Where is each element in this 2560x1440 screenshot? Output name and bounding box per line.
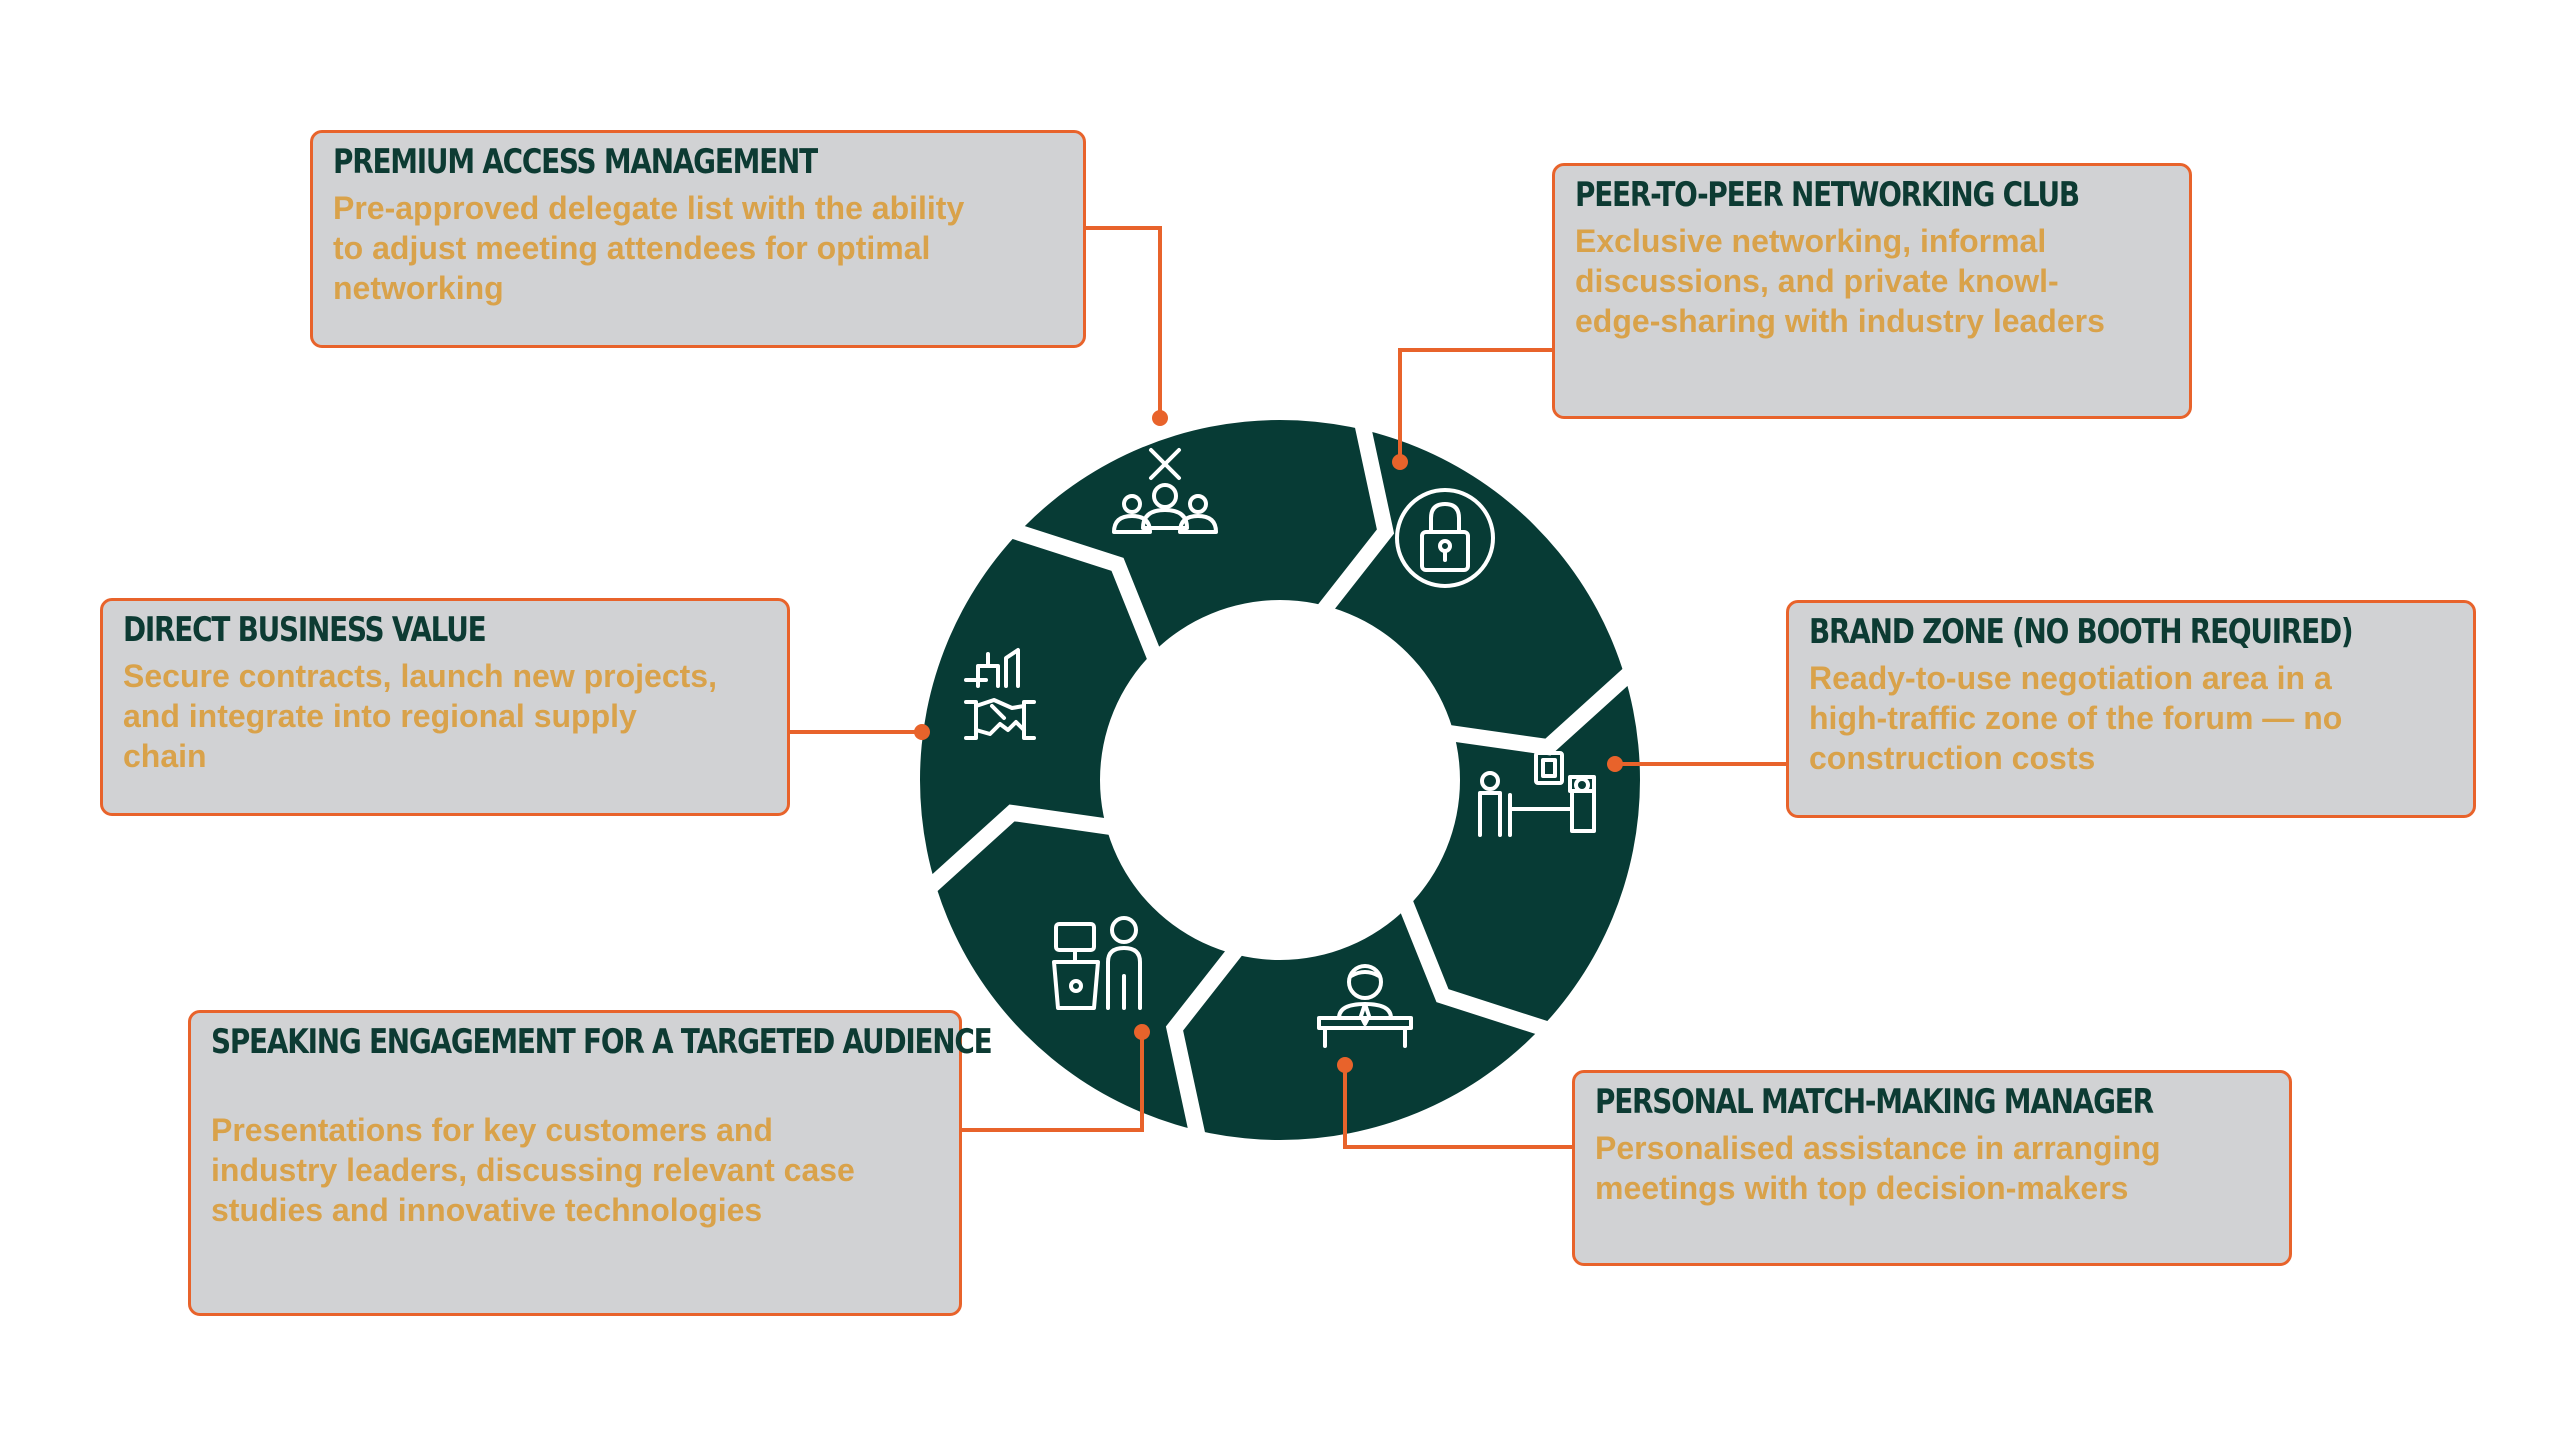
connector-dot (1134, 1024, 1150, 1040)
padlock-icon (1395, 488, 1495, 588)
ring-base (920, 420, 1640, 1140)
card-title: SPEAKING ENGAGEMENT FOR A TARGETED AUDIE… (211, 1022, 993, 1062)
card-description: Presentations for key customers and indu… (211, 1112, 855, 1229)
card-title: PERSONAL MATCH-MAKING MANAGER (1595, 1082, 2154, 1122)
connector-lines (790, 226, 1786, 1149)
connector-line (1086, 226, 1162, 418)
card-title: DIRECT BUSINESS VALUE (123, 610, 487, 650)
connector-line (962, 1032, 1144, 1132)
connector-dot (1337, 1057, 1353, 1073)
connector-dot (1392, 454, 1408, 470)
card-personal-match-making-manager: PERSONAL MATCH-MAKING MANAGER Personalis… (1572, 1070, 2292, 1266)
card-description: Secure contracts, launch new projects, a… (123, 658, 717, 775)
card-brand-zone: BRAND ZONE (NO BOOTH REQUIRED) Ready-to-… (1786, 600, 2476, 818)
segment-separator (1165, 931, 1254, 1154)
negotiation-table-icon (1478, 751, 1596, 837)
card-description: Exclusive networking, informal discussio… (1575, 223, 2105, 340)
manager-at-desk-icon (1317, 964, 1413, 1048)
connector-dot (914, 724, 930, 740)
connector-line (1343, 1065, 1572, 1149)
cycle-ring (913, 406, 1647, 1154)
card-title: BRAND ZONE (NO BOOTH REQUIRED) (1809, 612, 2354, 652)
segment-icons (964, 448, 1596, 1048)
segment-separator (1431, 656, 1647, 756)
segment-separator (995, 518, 1169, 676)
card-description: Personalised assistance in arranging mee… (1595, 1130, 2161, 1207)
connector-dot (1607, 756, 1623, 772)
segment-separator (913, 804, 1129, 904)
card-description: Pre-approved delegate list with the abil… (333, 190, 965, 307)
card-speaking-engagement: SPEAKING ENGAGEMENT FOR A TARGETED AUDIE… (188, 1010, 993, 1316)
card-premium-access-management: PREMIUM ACCESS MANAGEMENT Pre-approved d… (310, 130, 1086, 348)
connector-dot (1152, 410, 1168, 426)
card-direct-business-value: DIRECT BUSINESS VALUE Secure contracts, … (100, 598, 790, 816)
handshake-icon (964, 648, 1036, 740)
segment-separator (1391, 884, 1565, 1042)
connector-line (1398, 348, 1552, 462)
card-description: Ready-to-use negotiation area in a high-… (1809, 660, 2343, 777)
segment-separator (1306, 406, 1395, 629)
card-peer-to-peer-networking-club: PEER-TO-PEER NETWORKING CLUB Exclusive n… (1552, 163, 2192, 419)
card-title: PREMIUM ACCESS MANAGEMENT (333, 142, 818, 182)
people-with-cross-icon (1112, 448, 1218, 534)
speaker-podium-icon (1052, 916, 1142, 1010)
card-title: PEER-TO-PEER NETWORKING CLUB (1575, 175, 2080, 215)
